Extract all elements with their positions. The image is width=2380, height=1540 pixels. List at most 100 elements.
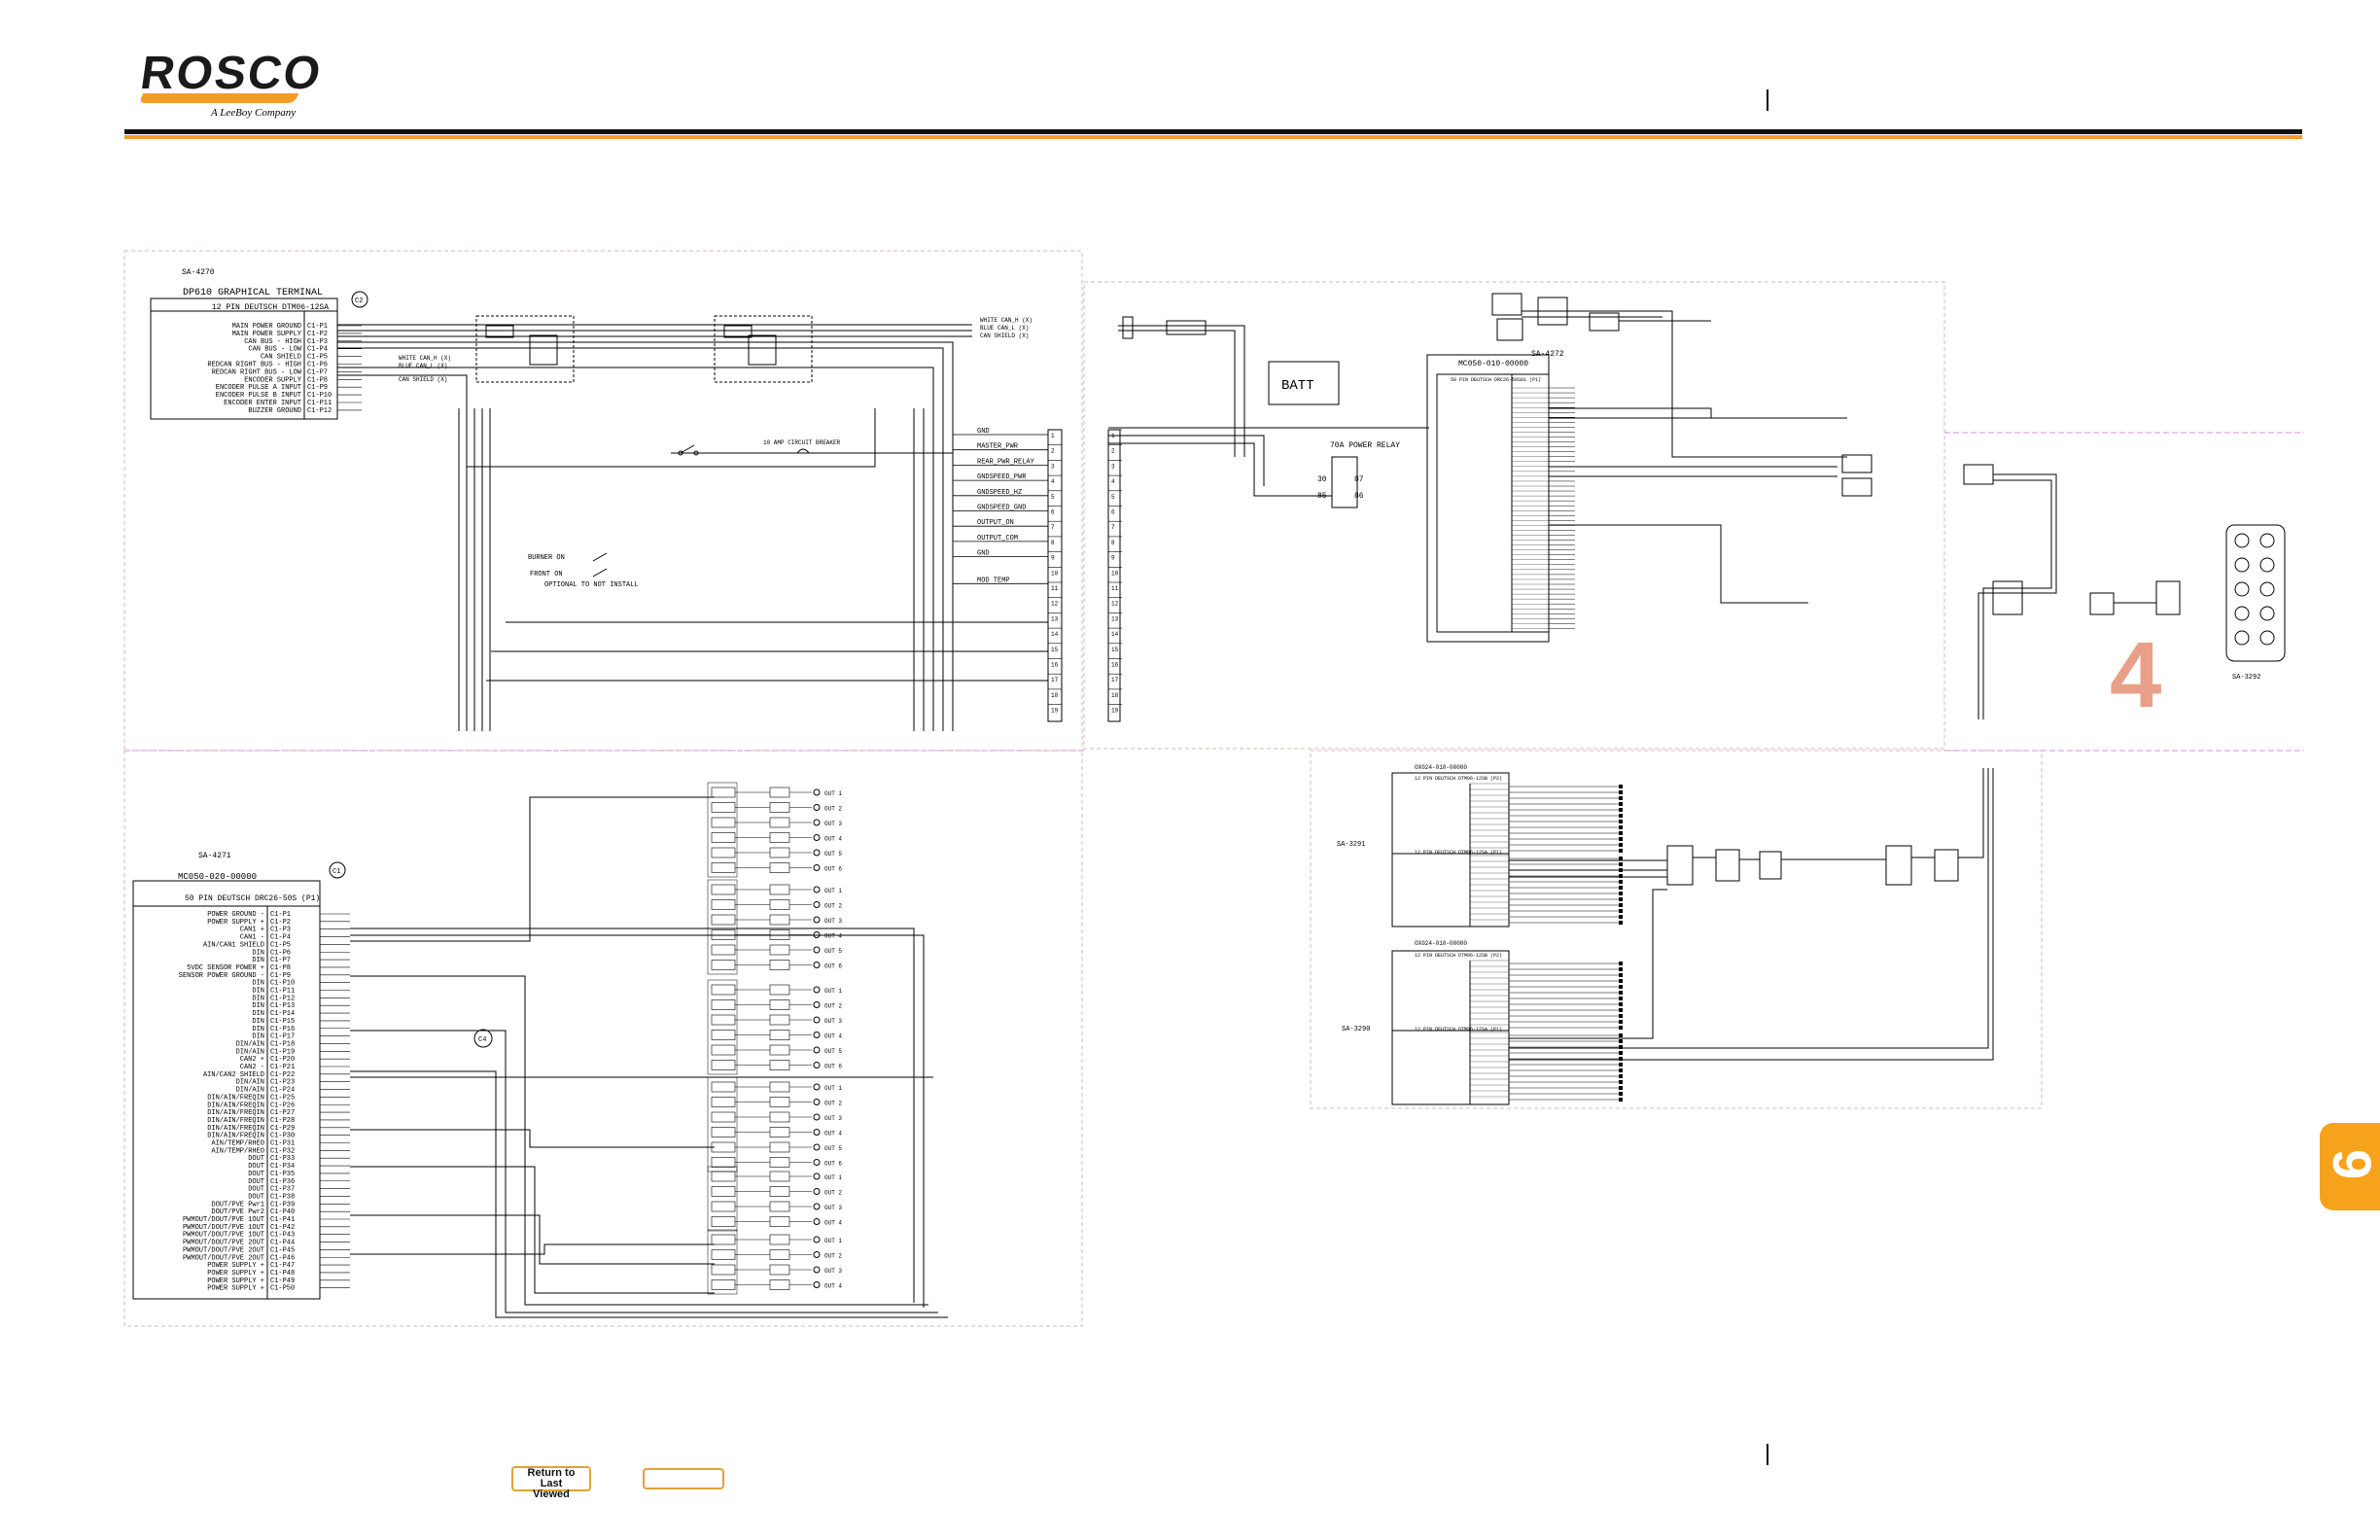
- output-label: OUT 1: [824, 1238, 842, 1244]
- left-controller: [132, 861, 493, 1300]
- io-pin-terminal: [1619, 997, 1623, 1000]
- output-connector: [769, 1044, 790, 1056]
- output-connector: [769, 802, 790, 813]
- io-pin-terminal: [1619, 1074, 1623, 1078]
- left-pin-id: C1-P29: [270, 1125, 295, 1133]
- terminal-pin-name: ENCODER PULSE A INPUT: [216, 384, 301, 392]
- io-pin-terminal: [1619, 1039, 1623, 1043]
- output-row: OUT 4: [711, 1279, 842, 1290]
- io1-ref: SA-3291: [1337, 841, 1365, 849]
- output-terminal-icon: [813, 1016, 821, 1024]
- center-controller: [1426, 354, 1550, 643]
- strip-top-number: 16: [1051, 662, 1059, 669]
- strip-center-number: 14: [1111, 631, 1119, 638]
- output-row: OUT 5: [711, 944, 842, 956]
- svg-text:CAN SHIELD (X): CAN SHIELD (X): [980, 332, 1029, 339]
- left-pin-name: DOUT/PVE Pwr2: [211, 1208, 264, 1216]
- output-terminal-icon: [813, 946, 821, 954]
- left-pin-name: PWMOUT/DOUT/PVE 1OUT: [183, 1232, 264, 1240]
- output-row: OUT 2: [711, 802, 842, 813]
- rosco-logo[interactable]: ROSCO A LeeBoy Company: [137, 47, 325, 122]
- left-pin-id: C1-P41: [270, 1216, 295, 1224]
- left-pin-id: C1-P30: [270, 1133, 295, 1140]
- terminal-pin-id: C1-P7: [307, 368, 328, 376]
- signal-label: GNDSPEED_PWR: [977, 473, 1027, 481]
- io-pin-terminal: [1619, 892, 1623, 895]
- left-pin-id: C1-P20: [270, 1056, 295, 1064]
- top-connector-clusters: [475, 315, 813, 383]
- left-pin-name: DIN/AIN/FREQIN: [207, 1125, 264, 1133]
- left-pin-id: C1-P13: [270, 1002, 295, 1010]
- terminal-callout: C2: [355, 298, 363, 305]
- io-pin-terminal: [1619, 962, 1623, 965]
- io-pin-terminal: [1619, 1033, 1623, 1037]
- output-label: OUT 5: [824, 1145, 842, 1152]
- header-rule-orange: [124, 135, 2302, 139]
- output-connector: [769, 899, 790, 910]
- left-pin-name: DOUT: [248, 1178, 264, 1186]
- strip-top-number: 10: [1051, 570, 1059, 577]
- output-label: OUT 6: [824, 1064, 842, 1070]
- left-pin-name: DIN: [252, 988, 264, 996]
- left-pin-id: C1-P21: [270, 1064, 295, 1071]
- output-row: OUT 1: [711, 1234, 842, 1245]
- signal-label: GNDSPEED_GND: [977, 505, 1026, 512]
- io-pin-terminal: [1619, 1098, 1623, 1102]
- strip-top-number: 13: [1051, 615, 1059, 622]
- output-row: OUT 6: [711, 960, 842, 970]
- left-pin-id: C1-P7: [270, 957, 291, 964]
- strip-center-number: 15: [1111, 647, 1119, 653]
- output-label: OUT 6: [824, 963, 842, 970]
- output-fuse: [711, 862, 736, 873]
- strip-center-number: 13: [1111, 615, 1119, 622]
- left-pin-name: POWER SUPPLY +: [207, 1262, 264, 1270]
- left-pin-name: DIN: [252, 1018, 264, 1026]
- io-pin-terminal: [1619, 862, 1623, 866]
- output-label: OUT 2: [824, 806, 842, 813]
- io1-connector: 12 PIN DEUTSCH DTM06-12SB (P2): [1415, 776, 1502, 782]
- left-pin-name: PWMOUT/DOUT/PVE 2OUT: [183, 1240, 264, 1247]
- keypad-button: [2234, 533, 2250, 548]
- output-terminal-icon: [813, 1129, 821, 1136]
- left-pin-id: C1-P44: [270, 1240, 295, 1247]
- io-pin-terminal: [1619, 915, 1623, 919]
- strip-top-number: 18: [1051, 692, 1059, 699]
- output-fuse: [711, 847, 736, 858]
- io2-part: OX024-010-00000: [1415, 940, 1467, 947]
- output-connector: [769, 847, 790, 858]
- output-fuse: [711, 899, 736, 910]
- left-pin-name: CAN2 -: [240, 1064, 264, 1071]
- chapter-tab[interactable]: 9: [2320, 1123, 2380, 1210]
- left-pin-name: DOUT: [248, 1193, 264, 1201]
- io-pin-terminal: [1619, 790, 1623, 794]
- output-terminal-icon: [813, 916, 821, 924]
- output-terminal-icon: [813, 1143, 821, 1151]
- terminal-pin-id: C1-P12: [307, 407, 332, 415]
- footer-separator: [1767, 1444, 1768, 1465]
- io-pin-terminal: [1619, 1020, 1623, 1024]
- circuit-breaker-symbol: [796, 448, 810, 454]
- strip-top-number: 14: [1051, 631, 1059, 638]
- output-bank-frame: [707, 1229, 738, 1295]
- left-pin-id: C1-P33: [270, 1155, 295, 1163]
- terminal-ref: SA-4270: [182, 268, 215, 277]
- terminal-pin-name: CAN BUS - HIGH: [244, 338, 301, 346]
- left-pin-id: C1-P28: [270, 1117, 295, 1125]
- io-wires: [1509, 768, 1994, 1061]
- return-to-last-viewed-button[interactable]: Return to Last Viewed: [511, 1466, 591, 1500]
- signal-label: OUTPUT_COM: [977, 535, 1018, 542]
- strip-top-number: 17: [1051, 677, 1059, 683]
- relay-pin-labels: 30 87 85 86: [1317, 475, 1364, 501]
- io-pin-terminal: [1619, 874, 1623, 878]
- signal-lines: GNDMASTER_PWRREAR_PWR_RELAYGNDSPEED_PWRG…: [486, 428, 1048, 682]
- io-pin-terminal: [1619, 820, 1623, 823]
- output-label: OUT 3: [824, 1268, 842, 1275]
- blank-nav-button[interactable]: [643, 1468, 724, 1489]
- output-label: OUT 4: [824, 1131, 842, 1138]
- io-pin-terminal: [1619, 796, 1623, 800]
- relay-label-text: 70A POWER RELAY: [1330, 441, 1400, 450]
- io1-connector2: 12 PIN DEUTSCH DTM06-12SA (P1): [1415, 850, 1502, 856]
- output-connector: [769, 1141, 790, 1153]
- strip-top-number: 11: [1051, 585, 1059, 592]
